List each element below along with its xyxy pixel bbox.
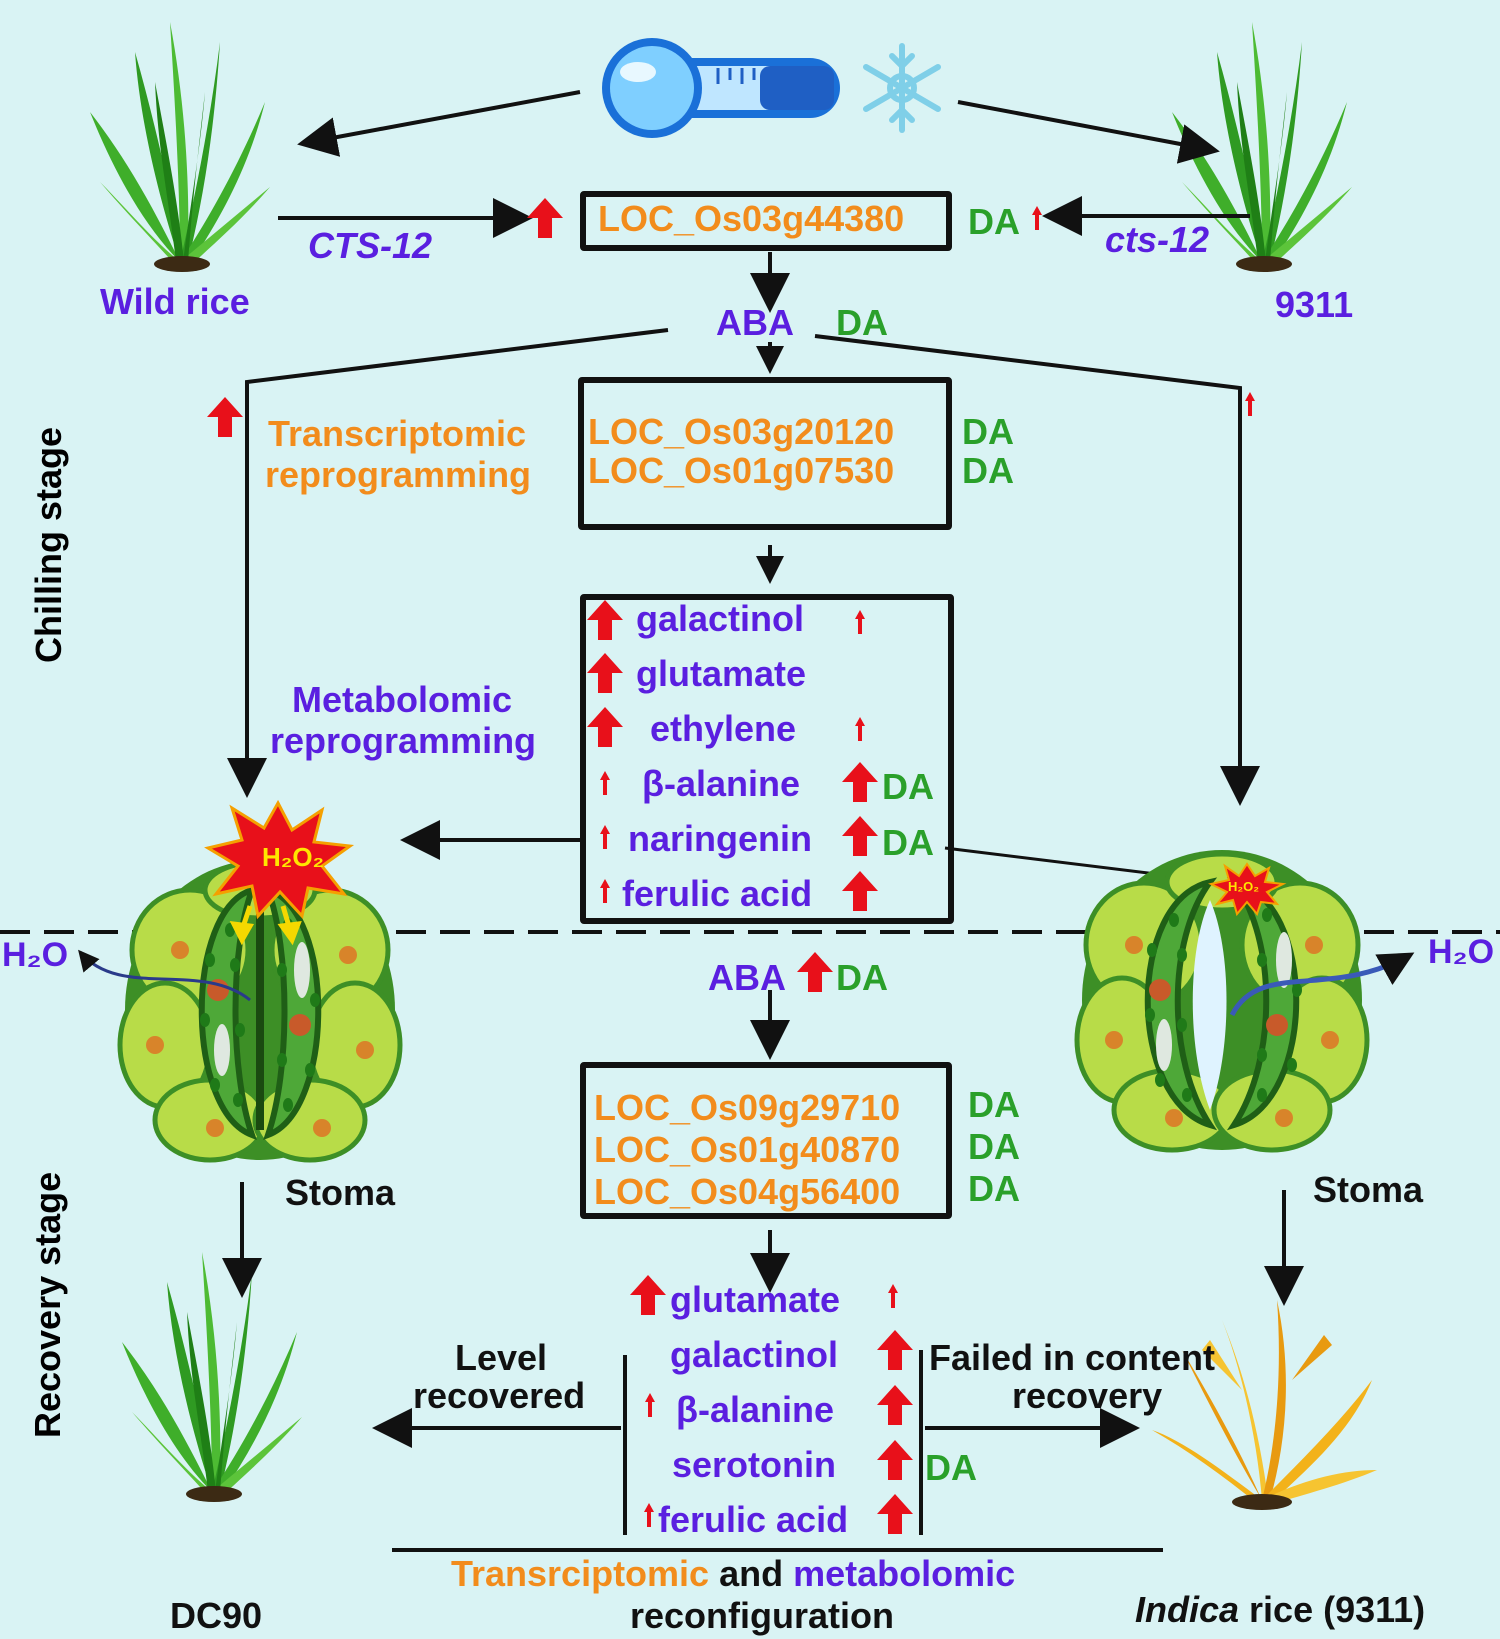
aba-chilling-da: DA <box>836 302 888 343</box>
transcriptomic-label-1: Transcriptomic <box>268 413 527 454</box>
recovery-metabolite-glutamate: glutamate <box>670 1279 841 1320</box>
right-h2o2-burst <box>1208 862 1287 917</box>
recovery-metabolite-beta-alanine: β-alanine <box>676 1389 835 1430</box>
left-stoma-label: Stoma <box>285 1172 396 1213</box>
indica-dead-plant-image <box>1152 1300 1377 1510</box>
footer-line-2: reconfiguration <box>630 1595 895 1636</box>
indica-word: Indica <box>1135 1589 1240 1630</box>
right-stoma-label: Stoma <box>1313 1169 1424 1210</box>
chilling-metabolite-naringenin: naringenin <box>628 818 813 859</box>
recovery-metabolite-ferulic-acid: ferulic acid <box>658 1499 849 1540</box>
recovery-stage-label: Recovery stage <box>27 1171 68 1438</box>
chilling-metabolite-beta-alanine: β-alanine <box>642 763 801 804</box>
right-h2o2-label: H₂O₂ <box>1228 879 1260 894</box>
top-gene-da: DA <box>968 201 1020 242</box>
recovery-gene-box <box>580 1062 952 1219</box>
thermometer-icon <box>602 38 840 138</box>
cts12-cultivar-allele: cts-12 <box>1105 219 1210 260</box>
chilling-metabolite-ferulic-acid: ferulic acid <box>622 873 813 914</box>
failed-recovery-2: recovery <box>1012 1375 1163 1416</box>
chilling-gene-box <box>578 377 952 530</box>
right-h2o-flow <box>1229 952 1415 1017</box>
wild-rice-plant-image <box>90 22 270 272</box>
naringenin-da: DA <box>882 822 934 863</box>
chilling-metabolite-glutamate: glutamate <box>636 653 807 694</box>
chilling-metabolite-box <box>580 594 954 924</box>
aba-label-recovery: ABA <box>708 957 786 998</box>
failed-recovery-1: Failed in content <box>929 1337 1216 1378</box>
level-recovered-1: Level <box>455 1337 548 1378</box>
recovery-gene-2-da: DA <box>968 1126 1020 1167</box>
left-h2o2-burst <box>204 799 355 920</box>
recovery-metabolite-serotonin: serotonin <box>672 1444 837 1485</box>
left-h2o-flow <box>78 949 251 1002</box>
chilling-stage-label: Chilling stage <box>28 426 69 663</box>
cultivar-9311-label: 9311 <box>1275 284 1354 325</box>
chilling-gene-2: LOC_Os01g07530 <box>588 450 895 491</box>
chilling-gene-2-da: DA <box>962 450 1014 491</box>
wild-rice-label: Wild rice <box>100 281 250 322</box>
top-arrows <box>222 90 1304 1552</box>
left-yellow-arrows <box>229 905 302 946</box>
footer-metabolomic: metabolomic <box>793 1553 1016 1594</box>
right-stoma-image <box>1074 850 1370 1153</box>
left-h2o2-label: H₂O₂ <box>262 842 325 872</box>
right-h2o-label: H₂O <box>1428 933 1495 971</box>
left-h2o-label: H₂O <box>2 936 69 974</box>
cts12-wild-allele: CTS-12 <box>308 225 433 266</box>
rice-9311-word: rice (9311) <box>1239 1589 1426 1630</box>
indica-rice-label: Indica rice (9311) <box>1135 1592 1425 1628</box>
chilling-metabolite-galactinol: galactinol <box>636 598 805 639</box>
snowflake-icon <box>863 43 941 133</box>
serotonin-da: DA <box>925 1447 977 1488</box>
top-gene-label: LOC_Os03g44380 <box>598 198 905 239</box>
beta-alanine-da: DA <box>882 766 934 807</box>
chilling-metabolite-ethylene: ethylene <box>650 708 797 749</box>
chilling-gene-1: LOC_Os03g20120 <box>588 411 895 452</box>
left-stoma-image <box>117 859 403 1163</box>
recovery-gene-3-da: DA <box>968 1168 1020 1209</box>
transcriptomic-label-2: reprogramming <box>265 454 532 495</box>
recovery-metabolite-galactinol: galactinol <box>670 1334 839 1375</box>
footer-transcriptomic: Transrciptomic <box>451 1553 710 1594</box>
recovery-gene-1: LOC_Os09g29710 <box>594 1087 901 1128</box>
aba-label-chilling: ABA <box>716 302 794 343</box>
dc90-label: DC90 <box>170 1595 263 1636</box>
recovery-gene-3: LOC_Os04g56400 <box>594 1171 901 1212</box>
recovery-gene-2: LOC_Os01g40870 <box>594 1129 901 1170</box>
top-gene-box <box>580 191 952 251</box>
metabolomic-label-1: Metabolomic <box>292 679 513 720</box>
footer-and: and <box>709 1553 794 1594</box>
dc90-plant-image <box>122 1252 302 1502</box>
footer-line-1: Transrciptomic and metabolomic <box>451 1556 1015 1592</box>
chilling-gene-1-da: DA <box>962 411 1014 452</box>
aba-recovery-da: DA <box>836 957 888 998</box>
level-recovered-2: recovered <box>413 1375 586 1416</box>
recovery-gene-1-da: DA <box>968 1084 1020 1125</box>
metabolomic-label-2: reprogramming <box>270 720 537 761</box>
